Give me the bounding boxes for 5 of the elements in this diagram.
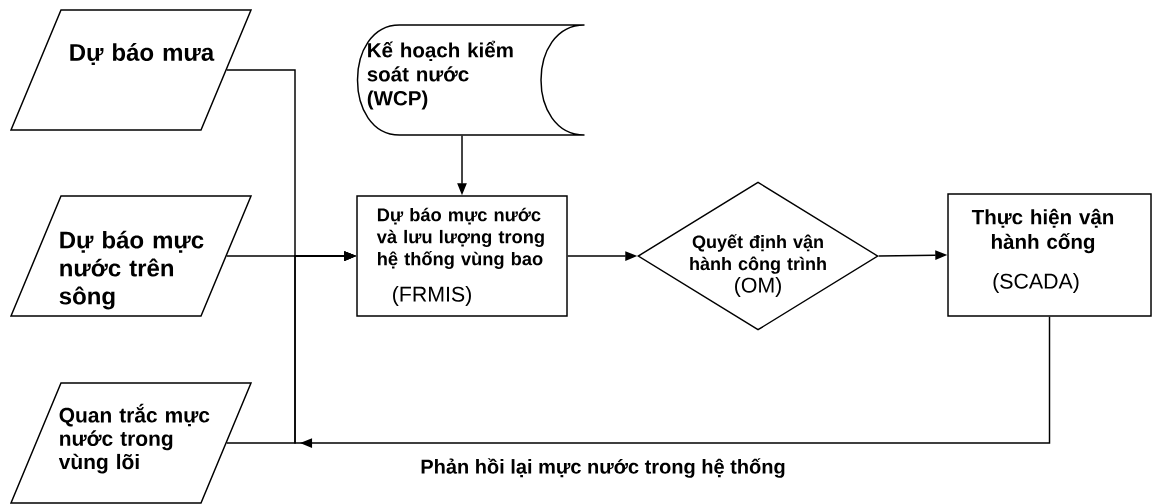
process-box: Thực hiện vận hành cống (SCADA) xyxy=(947,193,1152,317)
stored-data-shape: Kế hoạch kiểm soát nước (WCP) xyxy=(356,24,586,136)
process-box: Dự báo mực nước và lưu lượng trong hệ thống vùng bao (FRMIS) xyxy=(356,195,568,317)
feedback-arrow xyxy=(294,251,1051,448)
edge-label: Phản hồi lại mực nước trong hệ thống xyxy=(418,456,788,480)
